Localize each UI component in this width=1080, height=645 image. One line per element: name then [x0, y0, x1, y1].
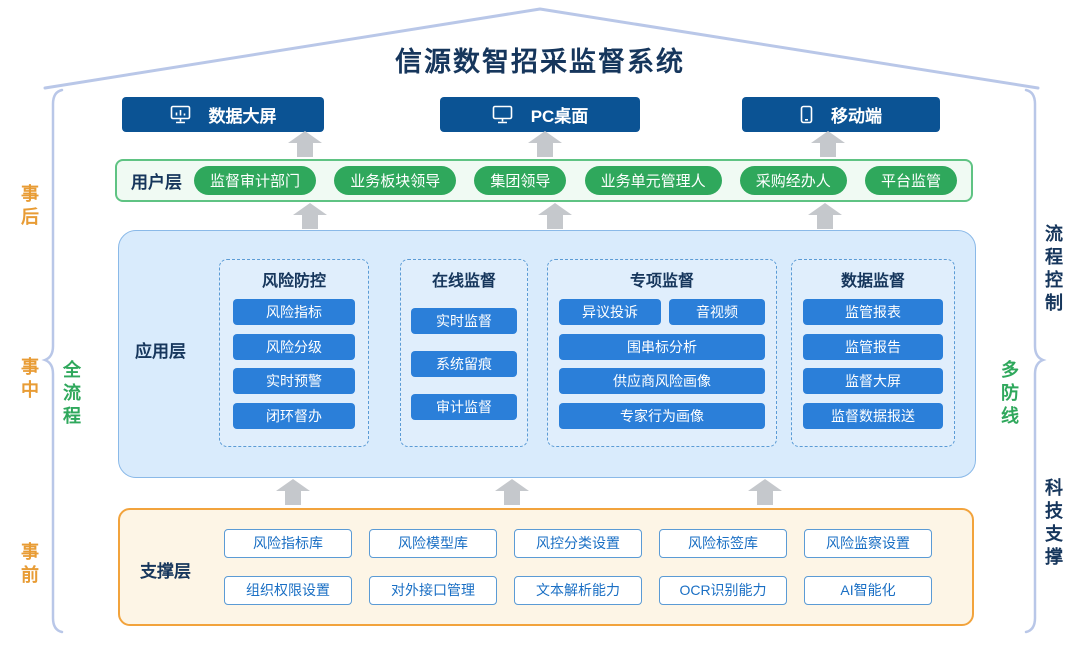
process-control-label: 流程控制	[1043, 224, 1063, 316]
group-online-supervision: 在线监督 实时监督 系统留痕 审计监督	[400, 259, 528, 447]
app-item: 闭环督办	[233, 402, 355, 429]
app-item: 系统留痕	[411, 351, 517, 377]
multi-defense-label: 多防线	[999, 360, 1019, 429]
support-items: 风险指标库 风险模型库 风控分类设置 风险标签库 风险监察设置 组织权限设置 对…	[224, 510, 960, 624]
app-item: 供应商风险画像	[559, 368, 765, 395]
up-arrow-icon	[808, 203, 842, 229]
application-layer-label: 应用层	[135, 342, 186, 361]
app-item: 实时预警	[233, 368, 355, 395]
app-item: 监管报告	[803, 333, 943, 360]
app-item: 监督大屏	[803, 368, 943, 395]
user-layer-label: 用户层	[131, 173, 182, 192]
group-title: 在线监督	[431, 273, 496, 290]
group-items: 监管报表 监管报告 监督大屏 监督数据报送	[792, 291, 954, 437]
system-title: 信源数智招采监督系统	[395, 47, 685, 77]
support-item: 风险标签库	[659, 528, 787, 558]
terminal-data-screen: 数据大屏	[122, 97, 324, 132]
app-item: 围串标分析	[559, 333, 765, 360]
application-layer: 应用层 风险防控 风险指标 风险分级 实时预警 闭环督办 在线监督 实时监督 系…	[118, 230, 976, 478]
up-arrow-icon	[528, 131, 562, 157]
terminal-label: 数据大屏	[208, 107, 277, 126]
terminal-pc-desktop: PC桌面	[440, 97, 640, 132]
pc-desktop-icon	[492, 105, 513, 124]
app-item: 异议投诉	[559, 299, 661, 326]
user-role-pill: 业务单元管理人	[584, 166, 722, 195]
support-item: 组织权限设置	[224, 576, 352, 606]
dashboard-screen-icon	[170, 105, 191, 124]
support-item: 文本解析能力	[514, 576, 642, 606]
stage-label-during: 事中	[19, 357, 39, 403]
support-item: 风险监察设置	[804, 528, 932, 558]
support-row: 风险指标库 风险模型库 风控分类设置 风险标签库 风险监察设置	[224, 528, 960, 558]
up-arrow-icon	[811, 131, 845, 157]
group-title: 专项监督	[629, 273, 694, 290]
stage-label-after: 事后	[19, 184, 39, 230]
mobile-icon	[800, 105, 813, 124]
up-arrow-icon	[293, 203, 327, 229]
group-data-supervision: 数据监督 监管报表 监管报告 监督大屏 监督数据报送	[791, 259, 955, 447]
support-layer-label: 支撑层	[140, 562, 191, 581]
up-arrow-icon	[276, 479, 310, 505]
user-role-pill: 业务板块领导	[334, 166, 457, 195]
user-roles: 监督审计部门 业务板块领导 集团领导 业务单元管理人 采购经办人 平台监管	[194, 166, 957, 195]
group-special-supervision: 专项监督 异议投诉 音视频 围串标分析 供应商风险画像 专家行为画像	[547, 259, 777, 447]
support-item: 风险模型库	[369, 528, 497, 558]
group-risk-control: 风险防控 风险指标 风险分级 实时预警 闭环督办	[219, 259, 369, 447]
group-item-row: 异议投诉 音视频	[548, 299, 776, 326]
app-item: 专家行为画像	[559, 402, 765, 429]
group-items: 异议投诉 音视频 围串标分析 供应商风险画像 专家行为画像	[548, 291, 776, 437]
support-layer: 支撑层 风险指标库 风险模型库 风控分类设置 风险标签库 风险监察设置 组织权限…	[118, 508, 974, 626]
up-arrow-icon	[748, 479, 782, 505]
support-item: 风控分类设置	[514, 528, 642, 558]
app-item: 风险分级	[233, 333, 355, 360]
user-role-pill: 采购经办人	[739, 166, 847, 195]
terminal-mobile: 移动端	[742, 97, 940, 132]
group-items: 风险指标 风险分级 实时预警 闭环督办	[220, 291, 368, 437]
tech-support-label: 科技支撑	[1043, 478, 1063, 570]
support-row: 组织权限设置 对外接口管理 文本解析能力 OCR识别能力 AI智能化	[224, 576, 960, 606]
support-item: OCR识别能力	[659, 576, 787, 606]
support-item: AI智能化	[804, 576, 932, 606]
app-item: 监管报表	[803, 299, 943, 326]
app-item: 审计监督	[411, 394, 517, 420]
stage-label-before: 事前	[19, 542, 39, 588]
support-item: 对外接口管理	[369, 576, 497, 606]
user-role-pill: 平台监管	[864, 166, 957, 195]
group-items: 实时监督 系统留痕 审计监督	[401, 291, 527, 437]
app-item: 风险指标	[233, 299, 355, 326]
terminal-label: 移动端	[831, 107, 882, 126]
up-arrow-icon	[495, 479, 529, 505]
group-title: 数据监督	[840, 273, 905, 290]
support-item: 风险指标库	[224, 528, 352, 558]
up-arrow-icon	[288, 131, 322, 157]
app-item: 音视频	[669, 299, 765, 326]
up-arrow-icon	[538, 203, 572, 229]
full-process-label: 全流程	[61, 360, 81, 429]
user-layer: 用户层 监督审计部门 业务板块领导 集团领导 业务单元管理人 采购经办人 平台监…	[115, 159, 973, 202]
app-item: 监督数据报送	[803, 402, 943, 429]
user-role-pill: 监督审计部门	[194, 166, 317, 195]
app-item: 实时监督	[411, 308, 517, 334]
user-role-pill: 集团领导	[474, 166, 567, 195]
group-title: 风险防控	[261, 273, 326, 290]
terminal-label: PC桌面	[530, 107, 589, 126]
